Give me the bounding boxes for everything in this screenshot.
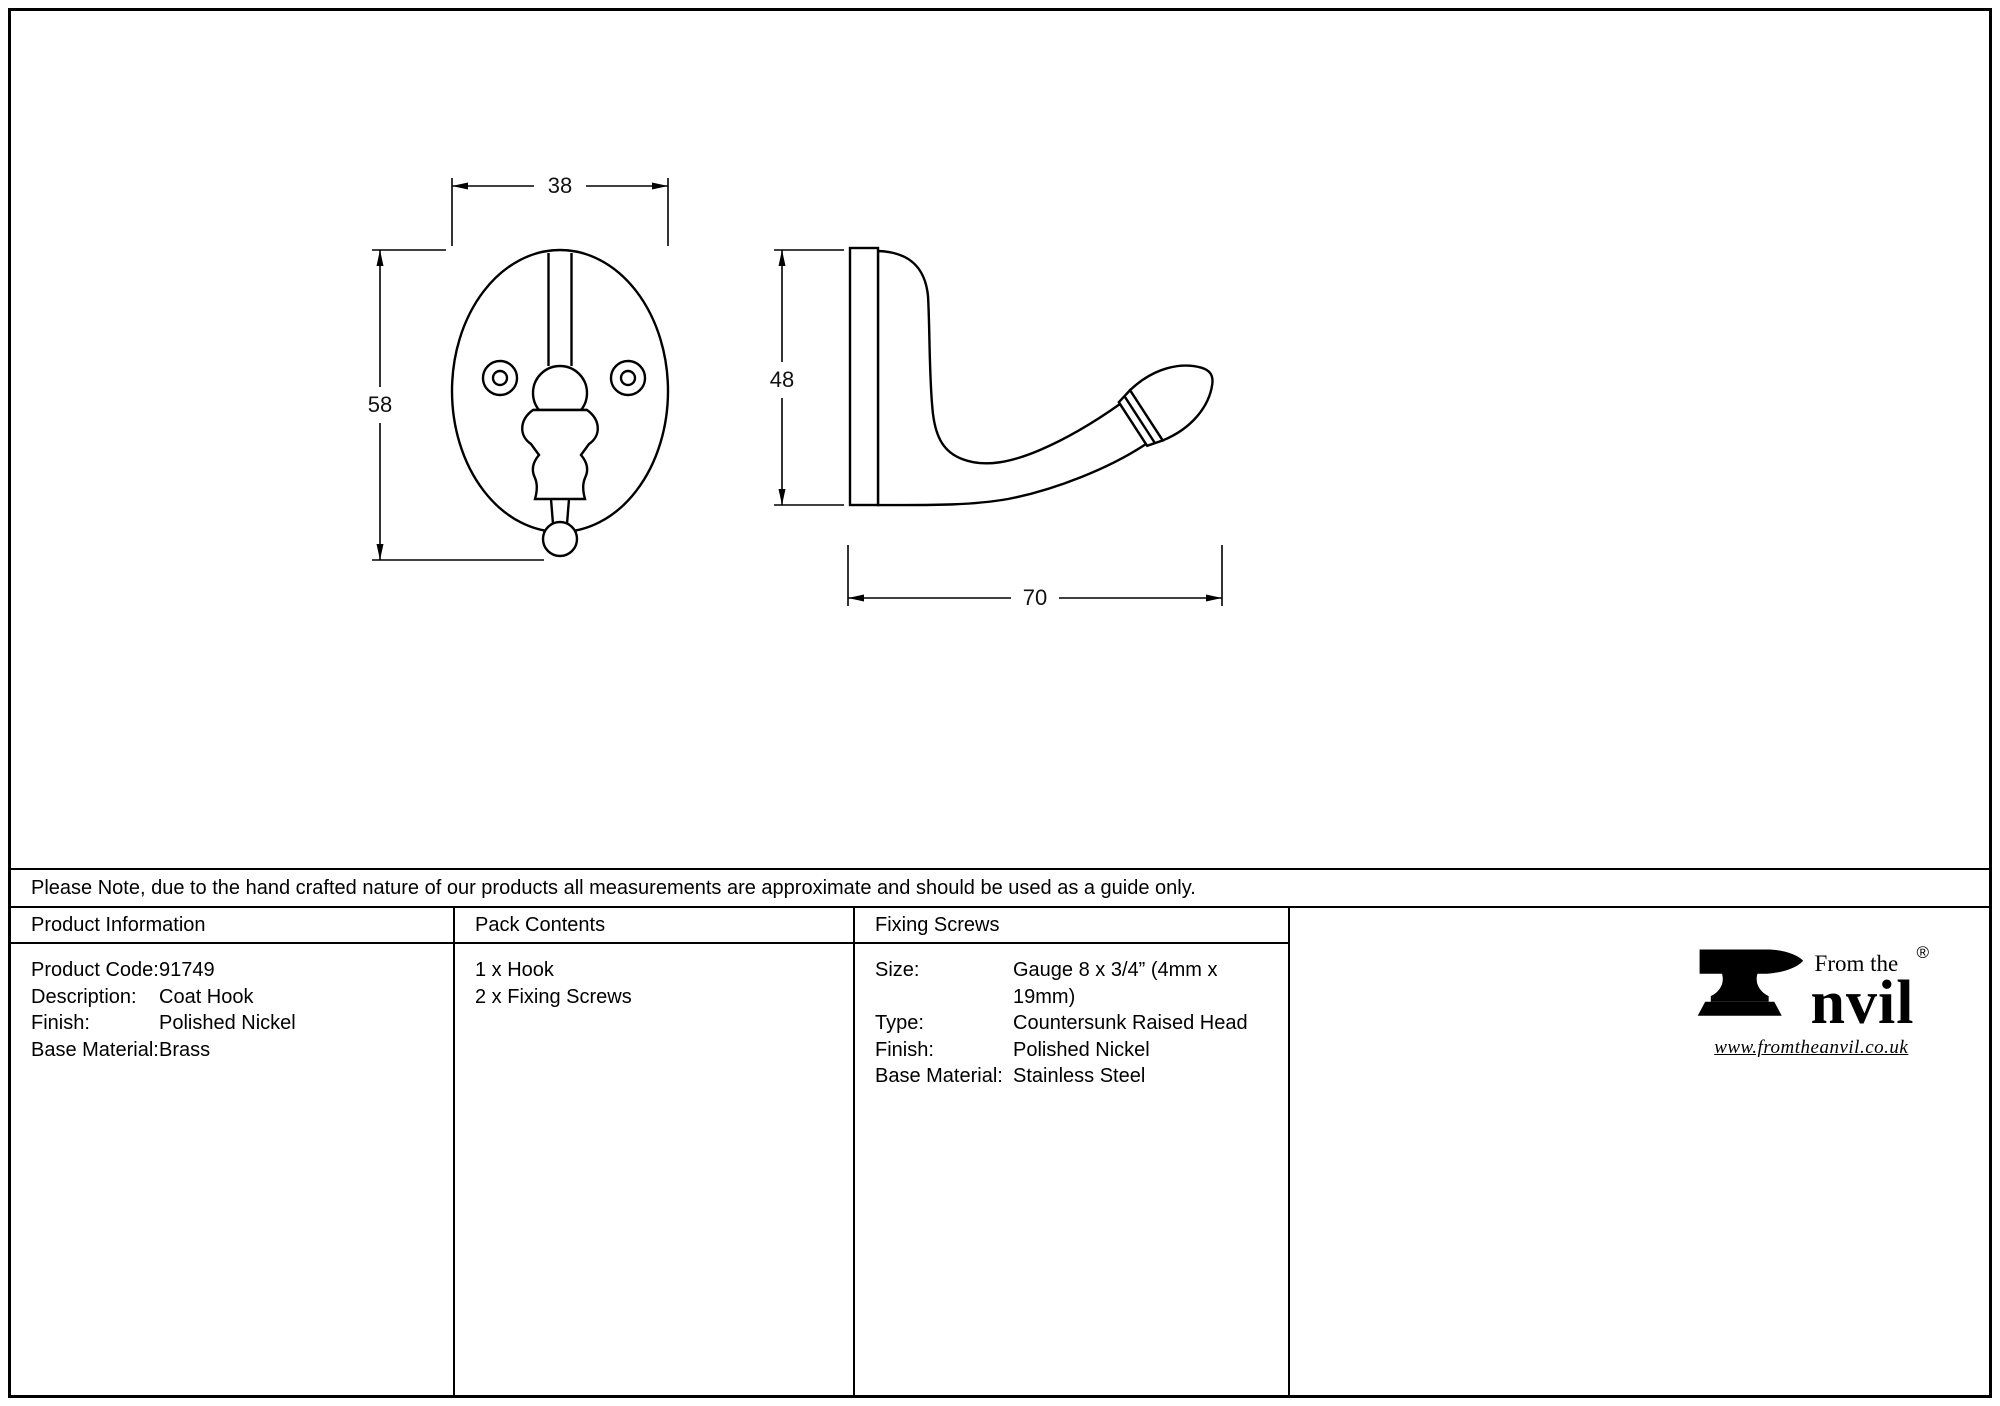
spec-value: Polished Nickel [1013, 1038, 1150, 1061]
spec-row: Product Code: 91749 [31, 957, 433, 984]
spec-value: Gauge 8 x 3/4” (4mm x 19mm) [1013, 959, 1218, 1008]
anvil-icon [1697, 949, 1803, 1016]
side-view-drawing [848, 246, 1214, 507]
spec-row: Base Material: Brass [31, 1037, 433, 1064]
dim-label-front-width: 38 [548, 173, 572, 198]
spec-row: Finish: Polished Nickel [875, 1037, 1268, 1064]
measurement-note: Please Note, due to the hand crafted nat… [31, 876, 1196, 899]
screw-hole-left [481, 359, 519, 397]
spec-value: Brass [159, 1038, 211, 1061]
logo-website: www.fromtheanvil.co.uk [1714, 1037, 1909, 1058]
anvil-logo-main: From the nvil ® [1694, 940, 1929, 1037]
spec-sheet-page: 38 58 48 70 Please Note, due to the hand… [8, 8, 1992, 1398]
spec-label: Base Material: [875, 1065, 1003, 1087]
spec-label: Finish: [31, 1012, 90, 1034]
logo-tagline: From the [1814, 951, 1899, 976]
dimension-lines [372, 178, 1223, 606]
fixing-screws-body: Size: Gauge 8 x 3/4” (4mm x 19mm) Type: … [855, 944, 1288, 1103]
hook-finial-side [1117, 364, 1214, 448]
spec-label: Product Code: [31, 959, 159, 981]
hook-arm-side [876, 249, 1148, 507]
spec-label: Description: [31, 985, 137, 1008]
spec-value: Stainless Steel [1013, 1065, 1146, 1087]
front-view-drawing [450, 248, 670, 558]
spec-label: Size: [875, 959, 920, 981]
fixing-screws-header: Fixing Screws [855, 908, 1288, 944]
spec-row: Size: Gauge 8 x 3/4” (4mm x 19mm) [875, 957, 1268, 1010]
spec-label: Base Material: [31, 1038, 159, 1061]
product-information-header: Product Information [11, 908, 453, 944]
dim-label-front-height: 58 [368, 392, 392, 417]
spec-value: Countersunk Raised Head [1013, 1012, 1248, 1034]
logo-wordmark: nvil [1810, 969, 1915, 1037]
anvil-logo: From the nvil ® www.fromtheanvil.co.uk [1694, 940, 1929, 1062]
technical-drawing: 38 58 48 70 [368, 173, 1223, 610]
spec-row: Base Material: Stainless Steel [875, 1063, 1268, 1090]
pack-contents-body: 1 x Hook 2 x Fixing Screws [455, 944, 853, 1023]
product-information-body: Product Code: 91749 Description: Coat Ho… [11, 944, 453, 1076]
spec-row: Description: Coat Hook [31, 984, 433, 1011]
technical-drawing-area: 38 58 48 70 [11, 11, 1989, 868]
hook-finial-front [521, 408, 599, 501]
spec-value: 91749 [159, 959, 215, 981]
registered-mark-icon: ® [1916, 943, 1929, 962]
dim-label-side-height: 48 [770, 367, 794, 392]
pack-item: 2 x Fixing Screws [475, 985, 632, 1008]
backplate-side [848, 246, 880, 507]
spec-table: Product Information Product Code: 91749 … [11, 906, 1989, 1395]
logo-text: From the nvil [1810, 951, 1915, 1037]
hook-tip-front [541, 520, 579, 558]
spec-label: Type: [875, 1012, 924, 1034]
spec-row: Finish: Polished Nickel [31, 1010, 433, 1037]
spec-value: Polished Nickel [159, 1012, 296, 1034]
fixing-screws-column: Fixing Screws Size: Gauge 8 x 3/4” (4mm … [855, 908, 1290, 1395]
measurement-note-row: Please Note, due to the hand crafted nat… [11, 868, 1989, 906]
spec-row: Type: Countersunk Raised Head [875, 1010, 1268, 1037]
product-information-column: Product Information Product Code: 91749 … [11, 908, 455, 1395]
dim-label-side-width: 70 [1023, 585, 1047, 610]
spec-value: Coat Hook [159, 985, 254, 1008]
pack-contents-header: Pack Contents [455, 908, 853, 944]
spec-label: Finish: [875, 1038, 934, 1061]
pack-contents-column: Pack Contents 1 x Hook 2 x Fixing Screws [455, 908, 855, 1395]
pack-item: 1 x Hook [475, 959, 554, 981]
screw-hole-right [609, 359, 647, 397]
brand-cell: From the nvil ® www.fromtheanvil.co.uk [1290, 908, 1989, 1062]
brand-column: From the nvil ® www.fromtheanvil.co.uk [1290, 908, 1989, 1395]
